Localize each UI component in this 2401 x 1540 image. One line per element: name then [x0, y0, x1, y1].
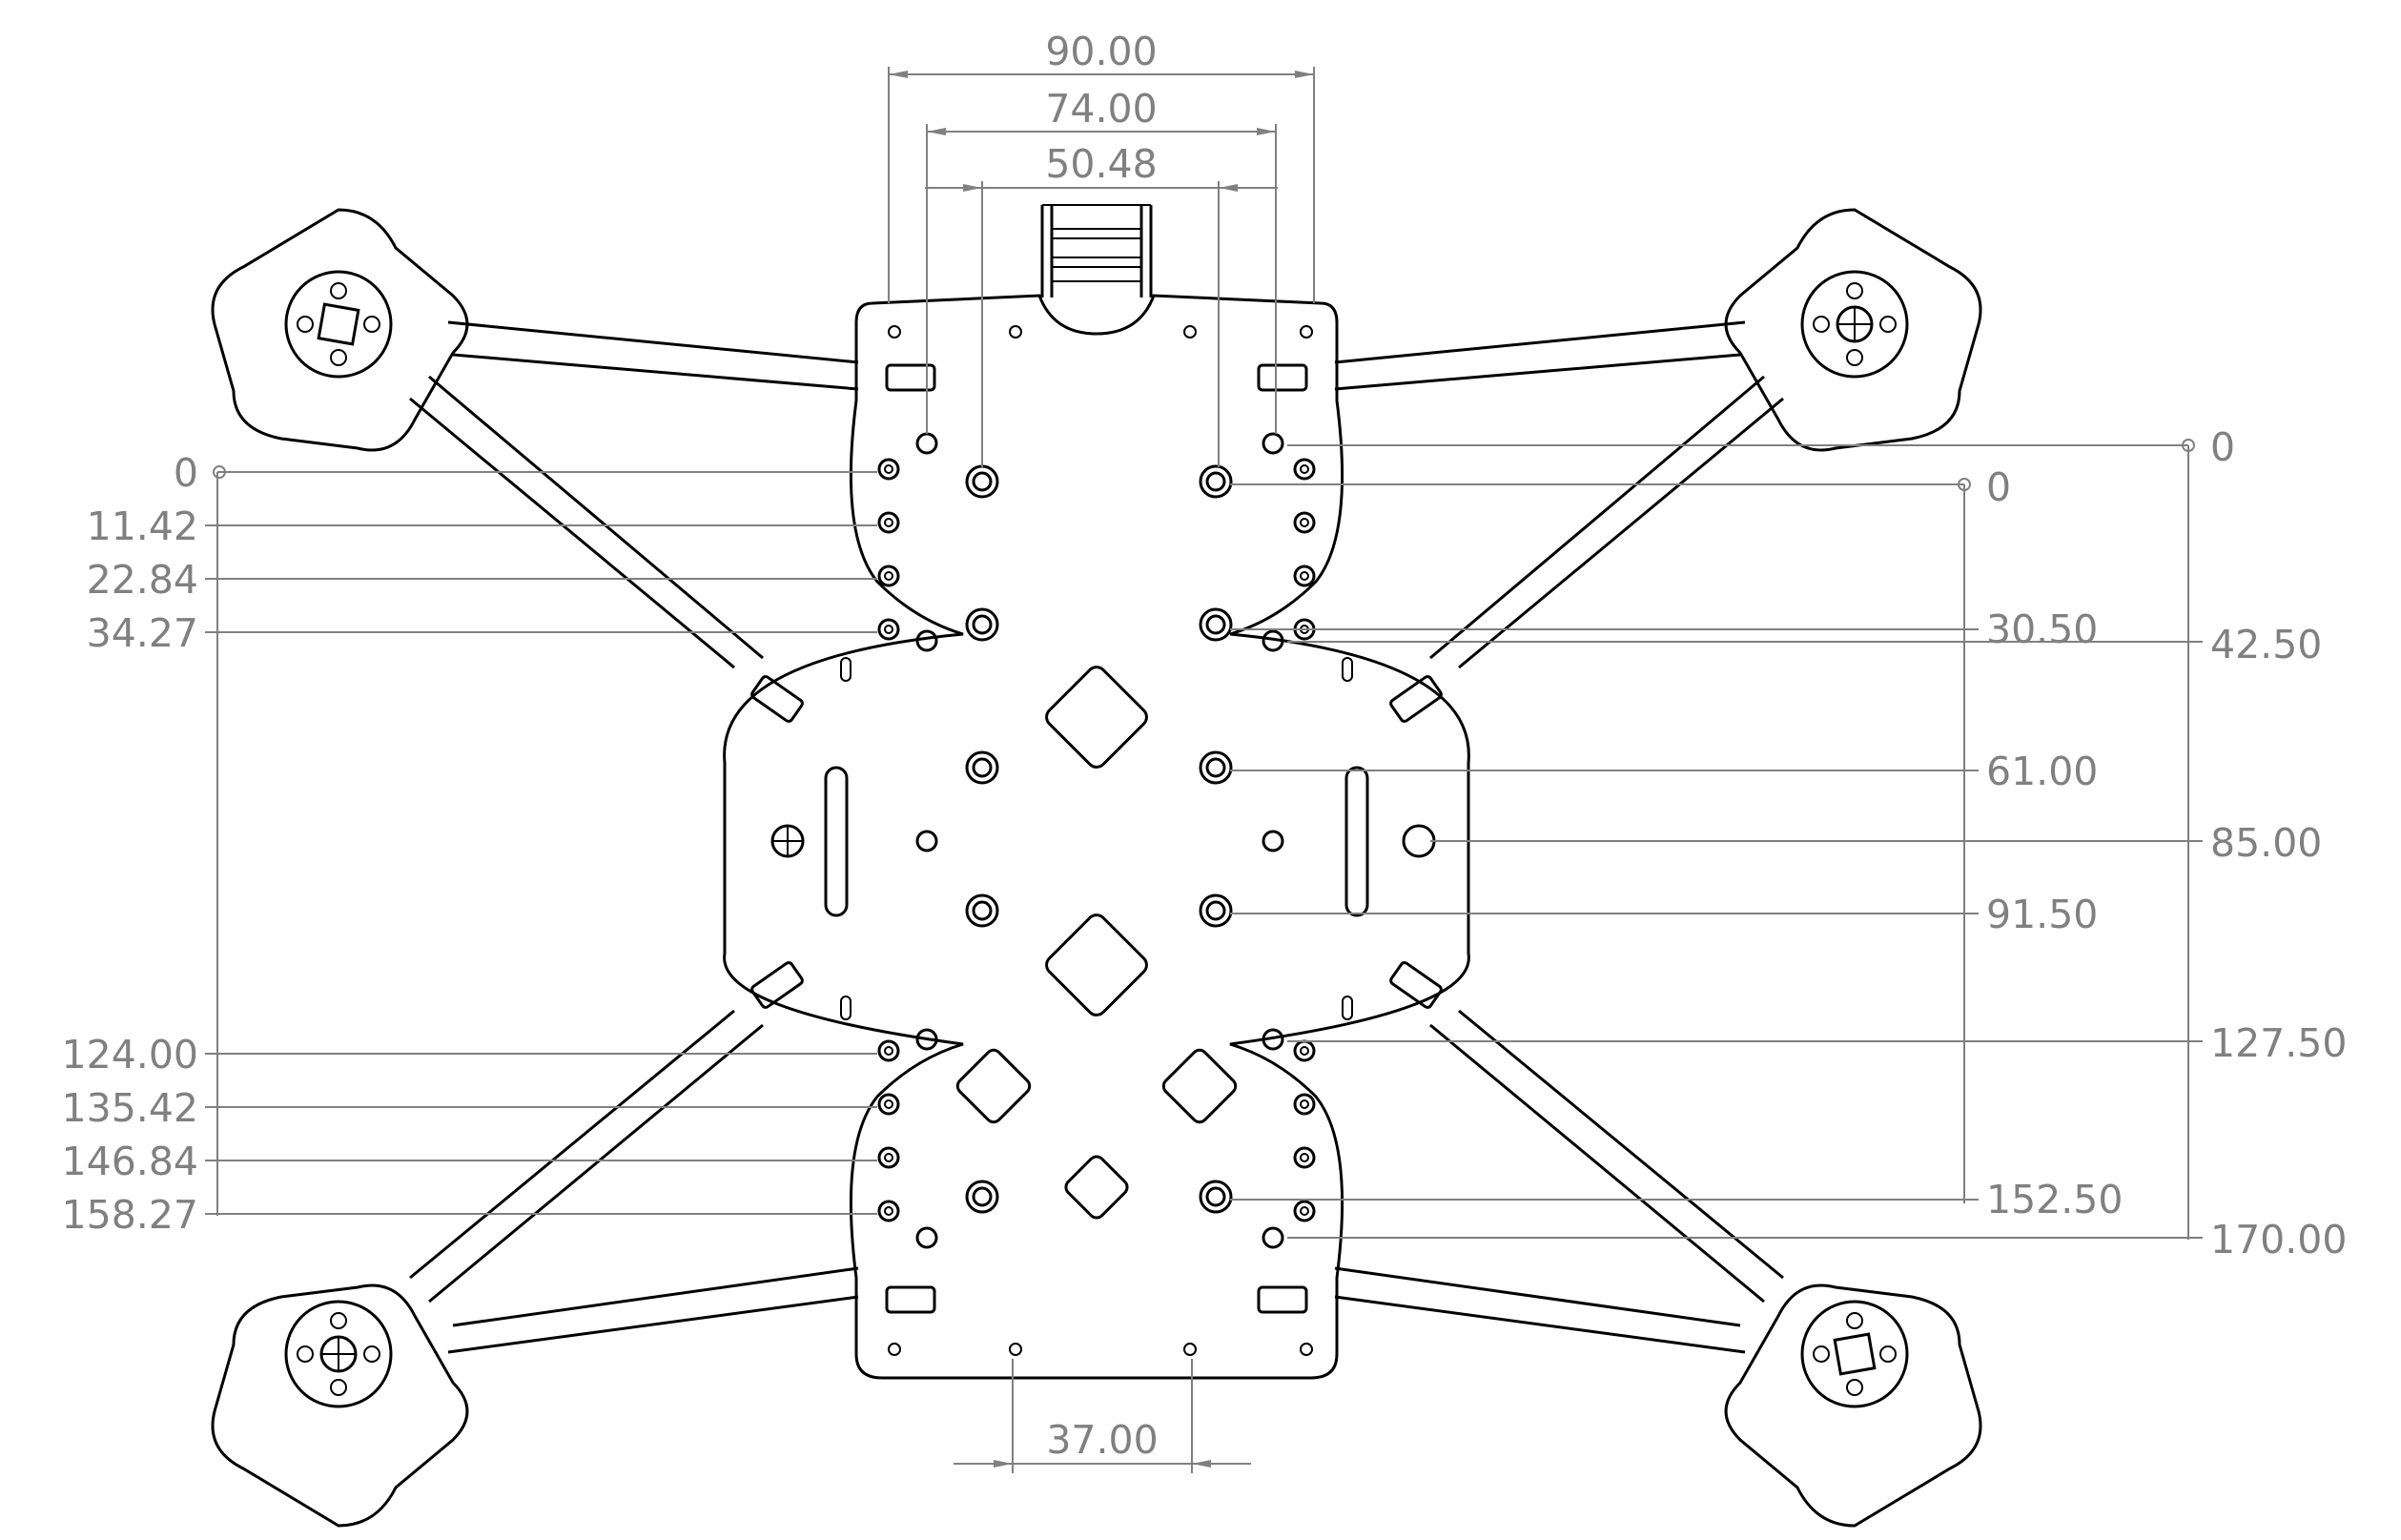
dim-farright-1: 0: [2210, 424, 2235, 470]
dim-left-5: 124.00: [62, 1032, 198, 1078]
mounting-holes: [770, 325, 1436, 1356]
dim-farright-3: 85.00: [2210, 820, 2322, 866]
diamond-cutouts: [955, 666, 1238, 1220]
antenna-mount: [1040, 204, 1153, 298]
dim-top-2: 74.00: [1045, 86, 1157, 132]
arms: [409, 320, 1784, 1354]
main-plate-outline: [723, 294, 1470, 1380]
dim-midright-4: 91.50: [1986, 892, 2098, 937]
dim-left-6: 135.42: [62, 1085, 198, 1131]
side-slots: [750, 363, 1443, 1314]
dim-farright-4: 127.50: [2210, 1020, 2347, 1066]
dim-bottom: 37.00: [1046, 1417, 1158, 1463]
dim-farright-5: 170.00: [2210, 1217, 2347, 1263]
dim-top-3: 50.48: [1045, 141, 1157, 187]
motor-mount-bottom-right: [1724, 1283, 1982, 1528]
dim-midright-5: 152.50: [1986, 1177, 2123, 1222]
dim-midright-1: 0: [1986, 464, 2011, 510]
frame-plate: [211, 204, 1982, 1528]
dim-midright-3: 61.00: [1986, 749, 2098, 794]
dim-left-3: 22.84: [87, 557, 198, 603]
dimensions: 90.00 74.00 50.48 37.00 0 11.42 22.84 34…: [62, 29, 2347, 1473]
motor-mount-top-left: [211, 208, 469, 452]
dim-left-7: 146.84: [62, 1139, 198, 1184]
dim-top-1: 90.00: [1045, 29, 1157, 74]
dim-left-8: 158.27: [62, 1192, 198, 1238]
dim-left-1: 0: [174, 450, 198, 496]
dim-left-2: 11.42: [87, 503, 198, 549]
dim-farright-2: 42.50: [2210, 622, 2322, 667]
motor-mount-bottom-left: [211, 1283, 469, 1528]
dim-midright-2: 30.50: [1986, 606, 2098, 652]
motor-mount-top-right: [1724, 208, 1982, 452]
dim-left-4: 34.27: [87, 610, 198, 656]
